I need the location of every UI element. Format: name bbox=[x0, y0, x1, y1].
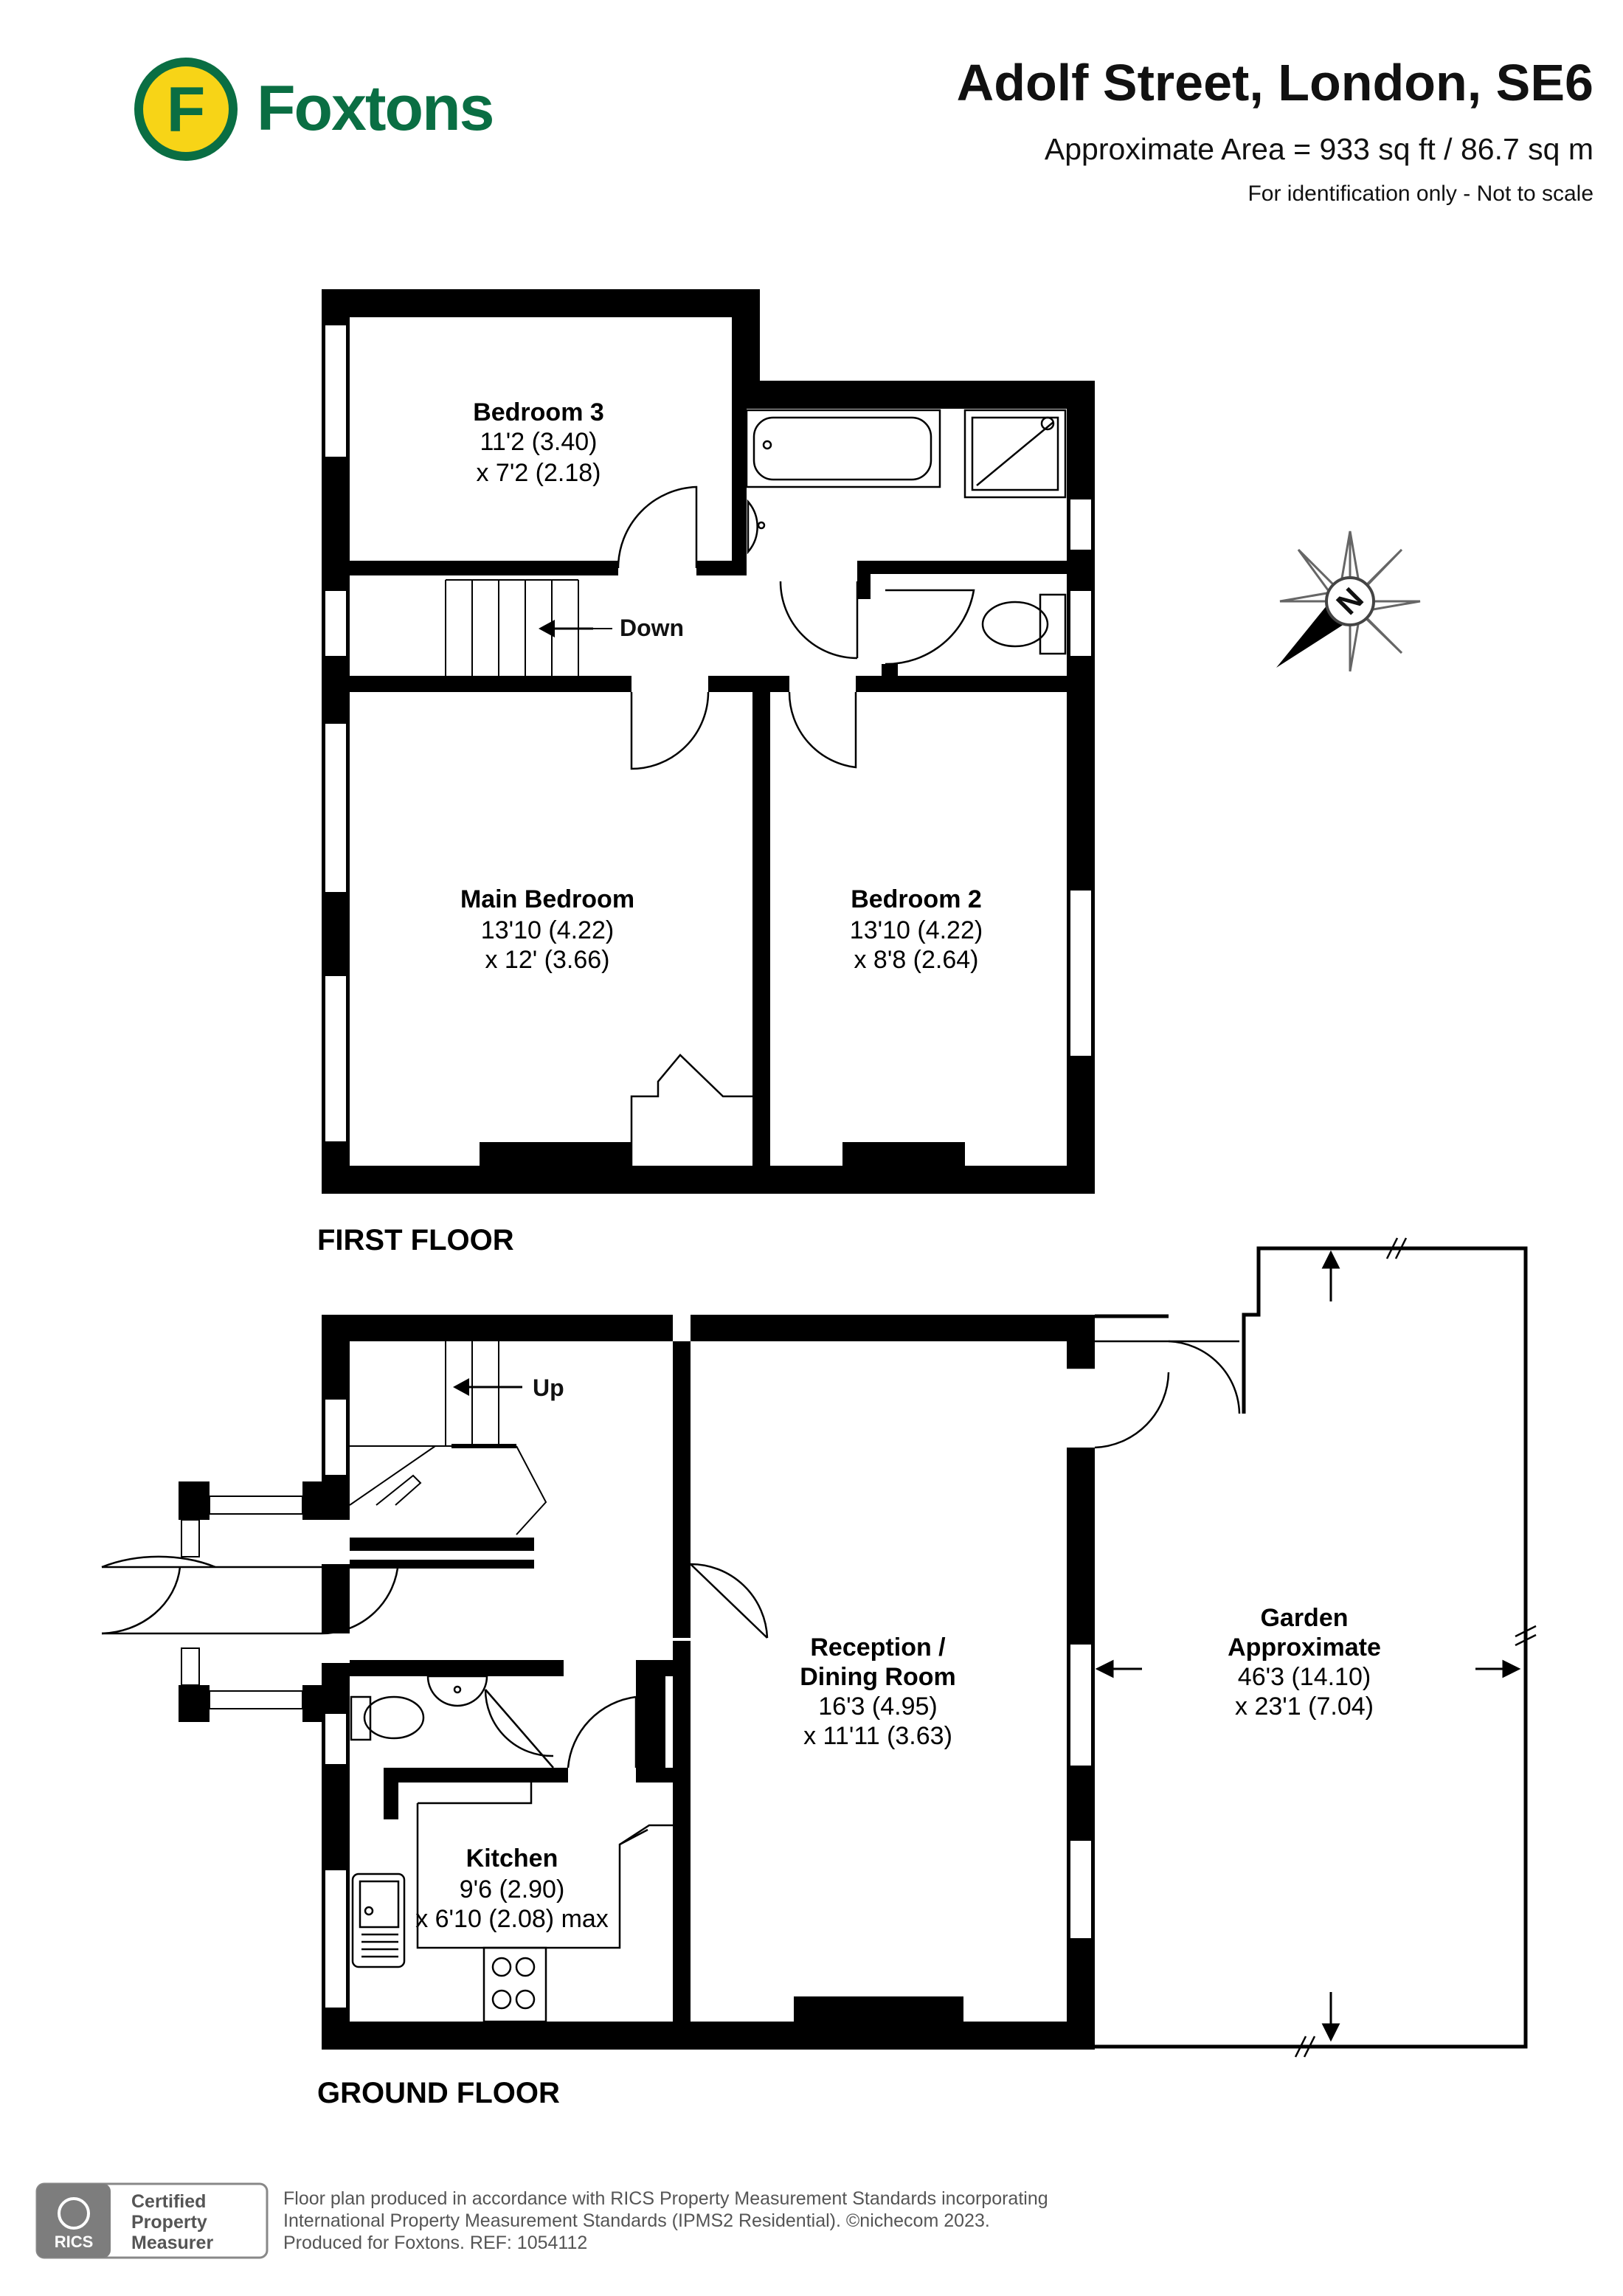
footer-line-2: International Property Measurement Stand… bbox=[283, 2210, 990, 2231]
garden-dimension-arrows bbox=[1095, 1250, 1521, 2042]
first-floor-doors bbox=[617, 485, 975, 1167]
approximate-area: Approximate Area = 933 sq ft / 86.7 sq m bbox=[1045, 132, 1593, 166]
room-dim2-bedroom-2: x 8'8 (2.64) bbox=[854, 946, 978, 974]
bathroom-fixtures bbox=[745, 409, 1067, 655]
room-dim1-reception: 16'3 (4.95) bbox=[818, 1692, 937, 1721]
first-floor-stairs-label: Down bbox=[620, 615, 684, 641]
kitchen-fixtures bbox=[351, 1782, 673, 2023]
room-name-reception-line2: Dining Room bbox=[800, 1663, 956, 1691]
certified-line-3: Measurer bbox=[131, 2233, 213, 2253]
room-dim1-kitchen: 9'6 (2.90) bbox=[460, 1875, 565, 1903]
room-name-garden-line1: Garden bbox=[1260, 1604, 1348, 1632]
room-name-kitchen: Kitchen bbox=[466, 1844, 558, 1873]
room-dim1-garden: 46'3 (14.10) bbox=[1238, 1663, 1371, 1691]
ground-floor-plan: Up bbox=[101, 1237, 1537, 2058]
room-name-bedroom-2: Bedroom 2 bbox=[851, 885, 982, 913]
room-dim1-bedroom-3: 11'2 (3.40) bbox=[480, 428, 598, 456]
brand-name: Foxtons bbox=[257, 73, 493, 144]
first-floor-plan: Down Bedroom 3 11'2 ( bbox=[322, 289, 1095, 1194]
rics-emblem-icon bbox=[58, 2197, 90, 2230]
footer-line-1: Floor plan produced in accordance with R… bbox=[283, 2188, 1048, 2209]
room-dim2-bedroom-3: x 7'2 (2.18) bbox=[476, 459, 601, 487]
room-name-garden-line2: Approximate bbox=[1228, 1633, 1381, 1662]
room-dim2-garden: x 23'1 (7.04) bbox=[1235, 1692, 1374, 1721]
room-dim1-bedroom-2: 13'10 (4.22) bbox=[850, 916, 983, 944]
rics-certified-badge: RICS Certified Property Measurer bbox=[35, 2182, 269, 2259]
garden-outline bbox=[1095, 1246, 1528, 2049]
scale-disclaimer: For identification only - Not to scale bbox=[1247, 181, 1593, 206]
room-dim2-main-bedroom: x 12' (3.66) bbox=[485, 946, 609, 974]
certified-line-1: Certified bbox=[131, 2191, 206, 2212]
room-name-bedroom-3: Bedroom 3 bbox=[473, 398, 604, 426]
compass-icon: N bbox=[1276, 530, 1421, 672]
ground-floor-stairs bbox=[349, 1341, 547, 1535]
room-name-reception-line1: Reception / bbox=[810, 1633, 946, 1662]
stairs-arrow-icon bbox=[453, 1378, 469, 1396]
room-dim2-kitchen: x 6'10 (2.08) max bbox=[415, 1905, 609, 1933]
room-dim2-reception: x 11'11 (3.63) bbox=[803, 1722, 952, 1750]
wc-fixtures bbox=[350, 1675, 488, 1741]
first-floor-label: FIRST FLOOR bbox=[317, 1224, 514, 1256]
foxtons-logo: F Foxtons bbox=[134, 58, 494, 161]
ground-floor-stairs-label: Up bbox=[533, 1375, 564, 1401]
room-dim1-main-bedroom: 13'10 (4.22) bbox=[481, 916, 614, 944]
garden-boundary-marks bbox=[1294, 1237, 1537, 2058]
rics-badge-text: RICS bbox=[55, 2233, 94, 2251]
stairs-arrow-icon bbox=[539, 620, 555, 637]
logo-letter: F bbox=[167, 75, 206, 145]
property-address: Adolf Street, London, SE6 bbox=[957, 54, 1593, 111]
certified-line-2: Property bbox=[131, 2212, 207, 2233]
room-name-main-bedroom: Main Bedroom bbox=[460, 885, 634, 913]
ground-floor-label: GROUND FLOOR bbox=[317, 2077, 560, 2109]
footer-line-3: Produced for Foxtons. REF: 1054112 bbox=[283, 2233, 587, 2253]
ground-floor-doors bbox=[101, 1340, 1241, 1768]
